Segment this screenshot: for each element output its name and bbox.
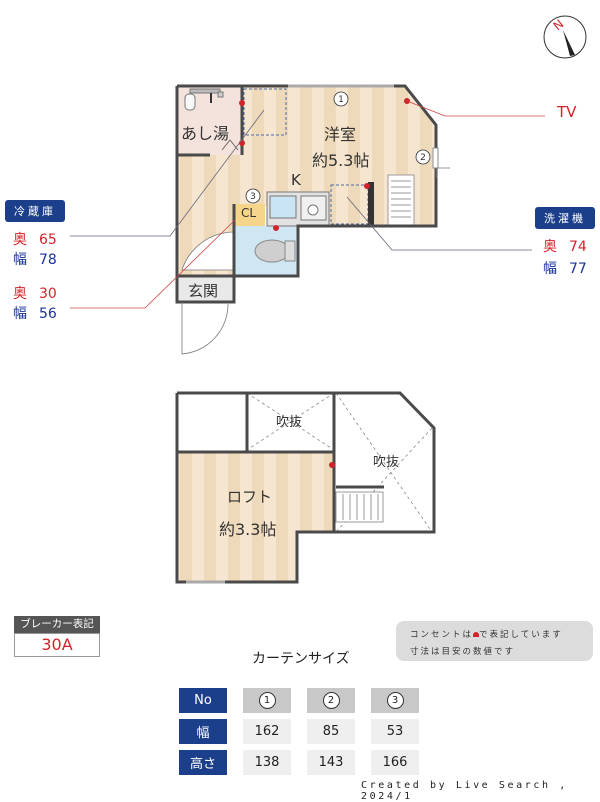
room-loft: ロフト [227, 488, 273, 506]
room-void-1: 吹抜 [276, 415, 303, 430]
toilet-icon [254, 239, 296, 263]
curtain-no-2: 2 [322, 692, 340, 709]
curtain-no-1: 1 [258, 692, 276, 709]
compass-icon [543, 15, 587, 59]
shower-icon [184, 88, 224, 111]
curtain-height-1: 138 [243, 750, 291, 775]
marker-3: 3 [250, 192, 256, 202]
outlet-markers [239, 98, 410, 231]
entrance-area [177, 276, 234, 302]
footer-credit: Created by Live Search , 2024/1 [361, 780, 568, 802]
curtain-width-1: 162 [243, 719, 291, 744]
note-line-1: コンセントはで表記しています [410, 630, 563, 640]
curtain-height-2: 143 [307, 750, 355, 775]
second-floor [175, 391, 436, 584]
header-no: No [179, 688, 227, 713]
marker-1: 1 [338, 95, 344, 105]
curtain-title: カーテンサイズ [252, 651, 350, 667]
note-line-2: 寸法は目安の数値です [410, 647, 516, 657]
room-closet: CL [241, 206, 257, 220]
outlet-icon [473, 632, 480, 637]
fridge-tag: 冷蔵庫 [5, 200, 65, 222]
curtain-no-3: 3 [386, 692, 404, 709]
kitchen-counter [266, 191, 330, 227]
tv-label: TV [557, 103, 577, 121]
curtain-height-3: 166 [371, 750, 419, 775]
room-western-size: 約5.3帖 [312, 151, 370, 170]
washer-tag: 洗濯機 [535, 207, 595, 229]
curtain-size-table: No 1 2 3 幅 162 85 53 高さ 138 143 166 [179, 682, 419, 781]
first-floor: 1 2 3 [70, 84, 545, 355]
breaker-label: ブレーカー表記 [14, 616, 100, 633]
window-marker-circles [245, 91, 431, 204]
room-loft-size: 約3.3帖 [219, 520, 277, 539]
table-row: No 1 2 3 [179, 688, 419, 713]
curtain-width-2: 85 [307, 719, 355, 744]
room-entrance: 玄関 [188, 282, 219, 300]
marker-2: 2 [420, 153, 426, 163]
table-row: 幅 162 85 53 [179, 719, 419, 744]
room-void-2: 吹抜 [373, 455, 400, 470]
header-width: 幅 [179, 719, 227, 744]
note-box: コンセントはで表記しています 寸法は目安の数値です [396, 621, 593, 661]
stairs-1f [387, 174, 415, 226]
room-bath: あし湯 [181, 124, 230, 143]
header-height: 高さ [179, 750, 227, 775]
table-row: 高さ 138 143 166 [179, 750, 419, 775]
room-kitchen: K [291, 171, 301, 189]
breaker-value: 30A [14, 633, 100, 657]
closet-area [235, 204, 265, 226]
curtain-width-3: 53 [371, 719, 419, 744]
room-western: 洋室 [324, 125, 357, 144]
